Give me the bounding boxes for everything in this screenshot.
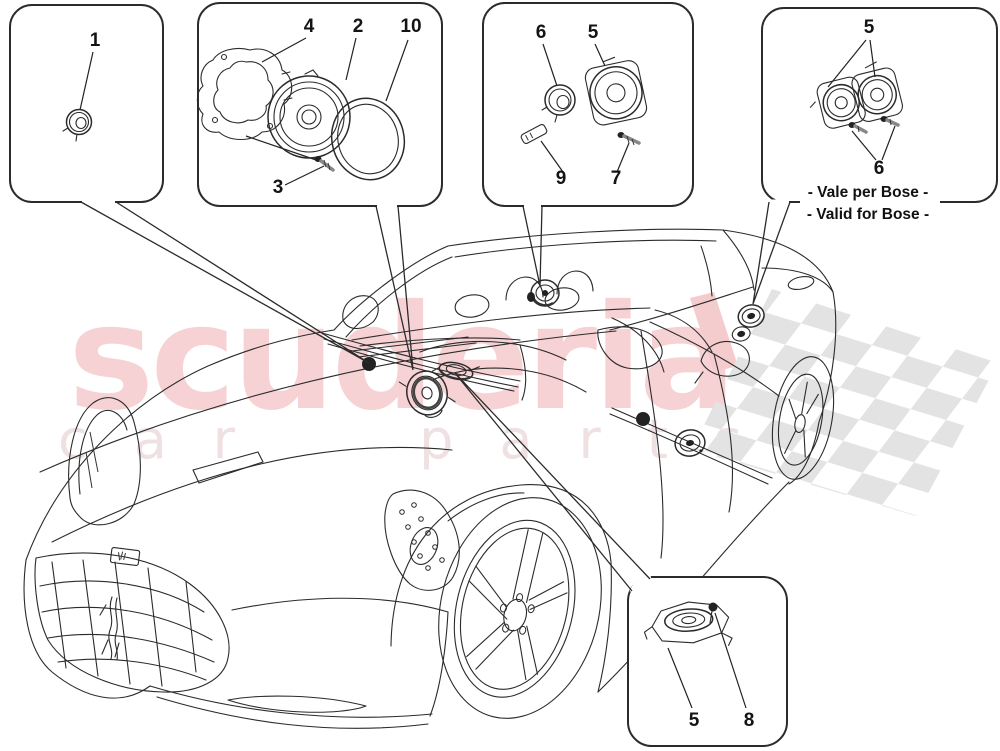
prancing-horse-emblem [99, 596, 120, 661]
callout-box-3-content: 6 5 9 7 [520, 22, 648, 189]
part-label-5-bose[interactable]: 5 [864, 17, 875, 38]
watermark-line1: scuderia [68, 274, 733, 443]
part-drawing-shelf-speaker-5 [643, 601, 733, 646]
checkered-flag [692, 289, 998, 516]
rear-speaker-location [731, 304, 765, 342]
watermark-line2: car parts [58, 408, 788, 471]
part-drawing-bose-screw-right [880, 116, 900, 127]
leader-line-box3 [522, 205, 543, 287]
callout-box-4-content: 5 6 - Vale per Bose - - Valid for Bose - [800, 17, 940, 224]
part-drawing-bose-speaker-left [809, 76, 866, 129]
part-label-5[interactable]: 5 [588, 22, 599, 43]
part-drawing-tweeter-1 [62, 108, 93, 142]
part-label-7[interactable]: 7 [611, 168, 622, 189]
right-mirror [700, 341, 750, 377]
callout-box-1 [9, 4, 164, 203]
watermark-accent-chevron [690, 292, 738, 372]
bose-note-line-1: - Vale per Bose - [808, 184, 929, 201]
ferrari-badge [109, 547, 141, 566]
part-drawing-speaker-2 [267, 69, 351, 159]
part-drawing-pin-8 [708, 602, 718, 624]
part-drawing-clip-9 [520, 123, 548, 145]
car-illustration [23, 228, 837, 729]
front-tweeter-location [362, 357, 376, 371]
leader-line-box2 [375, 205, 414, 371]
right-tweeter-location [636, 412, 650, 426]
callout-box-5-content: 5 8 [643, 601, 755, 731]
rear-wheel [771, 356, 835, 480]
part-label-3[interactable]: 3 [273, 177, 284, 198]
watermark: scuderia car parts [58, 274, 998, 516]
leader-line-box1 [80, 201, 370, 364]
part-label-2[interactable]: 2 [353, 16, 364, 37]
part-label-4[interactable]: 4 [304, 16, 315, 37]
bose-note-line-2: - Valid for Bose - [807, 206, 929, 223]
leader-line-box4 [752, 201, 791, 305]
part-label-9[interactable]: 9 [556, 168, 567, 189]
part-label-5-shelf[interactable]: 5 [689, 710, 700, 731]
part-label-1[interactable]: 1 [90, 30, 101, 51]
right-door-speaker-location [674, 429, 706, 457]
callout-box-3 [482, 2, 694, 207]
part-drawing-tweeter-6 [541, 84, 576, 123]
part-drawing-trim-ring-10 [330, 97, 406, 181]
left-mirror [342, 295, 379, 330]
part-drawing-speaker-5 [584, 56, 648, 126]
shelf-speaker-location [431, 361, 480, 381]
front-wheel [438, 497, 602, 719]
part-label-8[interactable]: 8 [744, 710, 755, 731]
door-speaker-location [398, 370, 456, 418]
part-drawing-screw-7 [617, 132, 641, 146]
part-drawing-screw-3 [314, 156, 335, 172]
callout-box-1-content: 1 [62, 30, 101, 142]
callout-box-2-content: 4 2 10 3 [196, 16, 422, 198]
bose-note-background [800, 182, 940, 224]
callout-boxes [9, 2, 998, 747]
dash-speaker-location [527, 279, 560, 307]
leader-line-box5 [454, 372, 651, 592]
left-headlight [68, 397, 141, 526]
part-drawing-bose-screw-left [848, 122, 868, 134]
callout-box-5 [627, 576, 788, 747]
part-label-6[interactable]: 6 [536, 22, 547, 43]
part-label-6-bose[interactable]: 6 [874, 158, 885, 179]
part-label-10[interactable]: 10 [400, 16, 421, 37]
